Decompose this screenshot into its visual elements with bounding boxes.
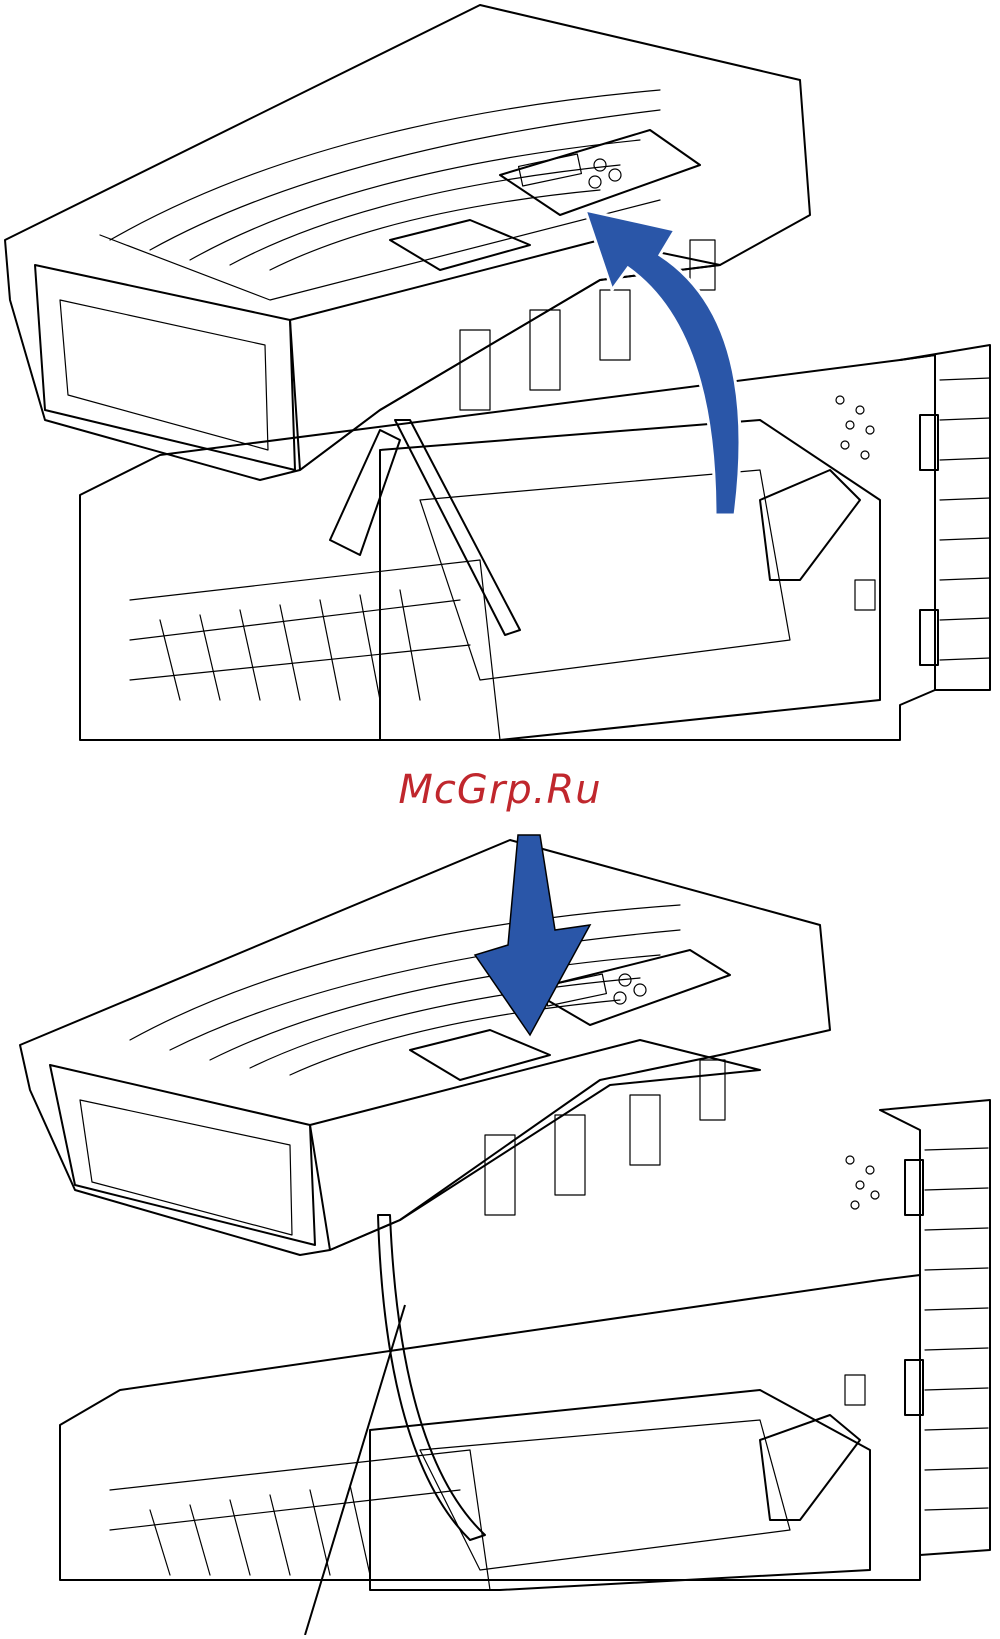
printer-cover: [5, 5, 810, 480]
printer-cover-raised-drawing: [0, 0, 1000, 760]
printer-body: [80, 345, 990, 740]
curved-up-arrow-icon: [585, 210, 740, 515]
callout-line: [305, 1305, 405, 1635]
panel-cover-raised: [0, 0, 1000, 760]
printer-body-lower: [60, 1100, 990, 1590]
printer-cover-lowering-drawing: [0, 830, 1000, 1635]
watermark: McGrp.Ru: [0, 770, 1000, 810]
panel-cover-lowering: [0, 830, 1000, 1635]
printer-cover-lower: [20, 840, 830, 1255]
